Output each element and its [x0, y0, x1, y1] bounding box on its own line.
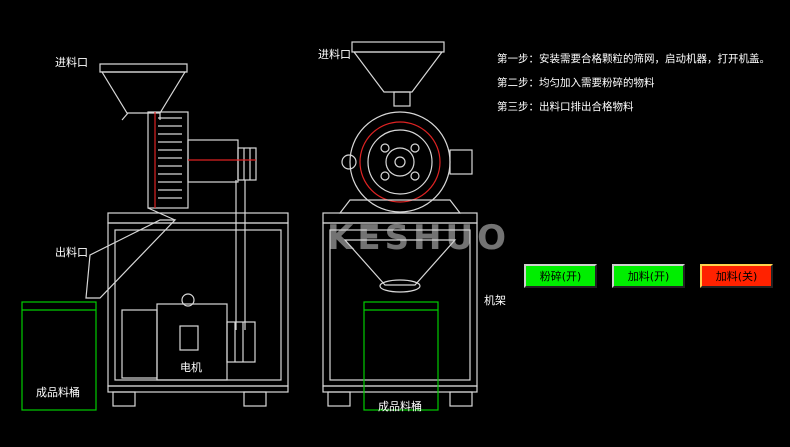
label-product-bin-right: 成品料桶 [378, 400, 422, 413]
left-product-bin [21, 301, 97, 411]
label-discharge-outlet: 出料口 [55, 246, 88, 259]
watermark-logo: KESHUO [327, 218, 511, 258]
label-motor: 电机 [180, 361, 202, 374]
step-2: 第二步：均匀加入需要粉碎的物料 [497, 77, 655, 89]
right-frame [322, 212, 478, 407]
label-frame: 机架 [484, 294, 506, 307]
right-crusher-disc [338, 111, 473, 214]
label-feed-inlet-right: 进料口 [318, 48, 351, 61]
label-feed-inlet-left: 进料口 [55, 56, 88, 69]
label-product-bin-left: 成品料桶 [36, 386, 80, 399]
left-discharge-chute [85, 207, 177, 299]
step-1: 第一步：安装需要合格颗粒的筛网，启动机器，打开机盖。 [497, 53, 770, 65]
step-3: 第三步：出料口排出合格物料 [497, 101, 634, 113]
left-hopper [99, 63, 188, 121]
right-hopper [351, 41, 445, 107]
instruction-steps: 第一步：安装需要合格颗粒的筛网，启动机器，打开机盖。 第二步：均匀加入需要粉碎的… [497, 47, 770, 119]
right-product-bin [363, 301, 439, 411]
crush-on-button[interactable]: 粉碎(开) [524, 264, 597, 288]
left-crusher-body [147, 111, 257, 209]
left-motor [121, 293, 256, 381]
feed-off-button[interactable]: 加料(关) [700, 264, 773, 288]
feed-on-button[interactable]: 加料(开) [612, 264, 685, 288]
